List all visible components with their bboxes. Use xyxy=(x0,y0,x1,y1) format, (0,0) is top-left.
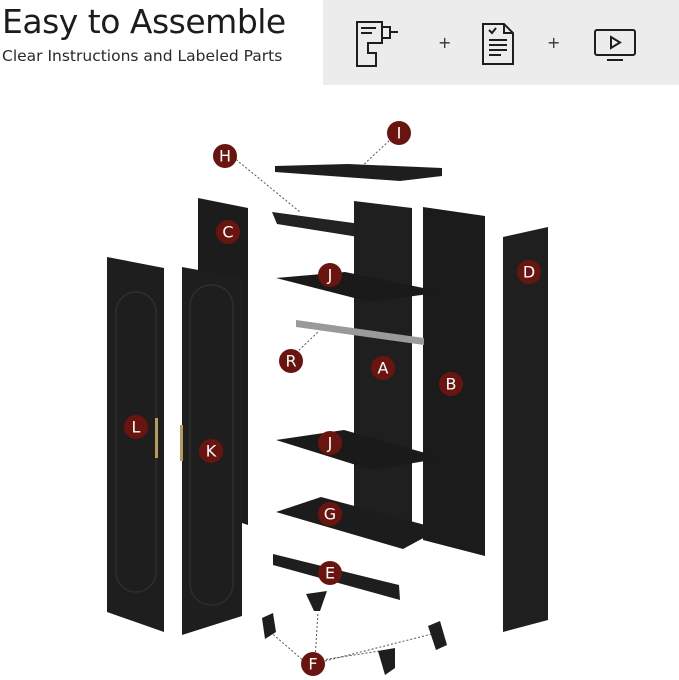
svg-text:J: J xyxy=(327,434,333,453)
side-panel-d xyxy=(503,227,548,632)
video-icon xyxy=(594,29,636,61)
page-title: Easy to Assemble xyxy=(2,2,286,41)
svg-text:B: B xyxy=(446,375,457,394)
svg-text:F: F xyxy=(308,655,317,674)
svg-text:R: R xyxy=(285,352,296,371)
part-label-r: R xyxy=(279,349,303,373)
part-label-k: K xyxy=(199,439,223,463)
svg-text:E: E xyxy=(325,564,335,583)
page-subtitle: Clear Instructions and Labeled Parts xyxy=(2,47,283,65)
svg-text:A: A xyxy=(378,359,389,378)
part-label-j: J xyxy=(318,263,342,287)
drill-icon xyxy=(356,21,398,67)
svg-text:K: K xyxy=(206,442,217,461)
svg-text:C: C xyxy=(222,223,233,242)
leveling-feet xyxy=(262,591,447,675)
part-label-l: L xyxy=(124,415,148,439)
shelf-g xyxy=(276,497,440,549)
part-label-h: H xyxy=(213,144,237,168)
shelf-j-upper xyxy=(276,272,443,302)
svg-text:J: J xyxy=(327,266,333,285)
svg-text:I: I xyxy=(397,124,402,143)
svg-text:D: D xyxy=(523,263,535,282)
part-label-j-lower: J xyxy=(318,431,342,455)
part-label-f: F xyxy=(301,652,325,676)
part-label-a: A xyxy=(371,356,395,380)
part-label-g: G xyxy=(318,502,342,526)
part-label-d: D xyxy=(517,260,541,284)
door-l xyxy=(107,257,164,632)
shelf-j-lower xyxy=(276,430,443,470)
plus-sign: + xyxy=(547,33,561,52)
svg-text:G: G xyxy=(324,505,336,524)
part-label-c: C xyxy=(216,220,240,244)
assembly-icons-panel: + + xyxy=(323,0,679,85)
top-panel xyxy=(275,164,442,181)
manual-icon xyxy=(482,23,514,65)
hanging-rod xyxy=(296,320,424,345)
part-label-e: E xyxy=(318,561,342,585)
svg-text:H: H xyxy=(219,147,231,166)
part-label-i: I xyxy=(387,121,411,145)
part-label-b: B xyxy=(439,372,463,396)
svg-text:L: L xyxy=(132,418,141,437)
plus-sign: + xyxy=(438,33,452,52)
